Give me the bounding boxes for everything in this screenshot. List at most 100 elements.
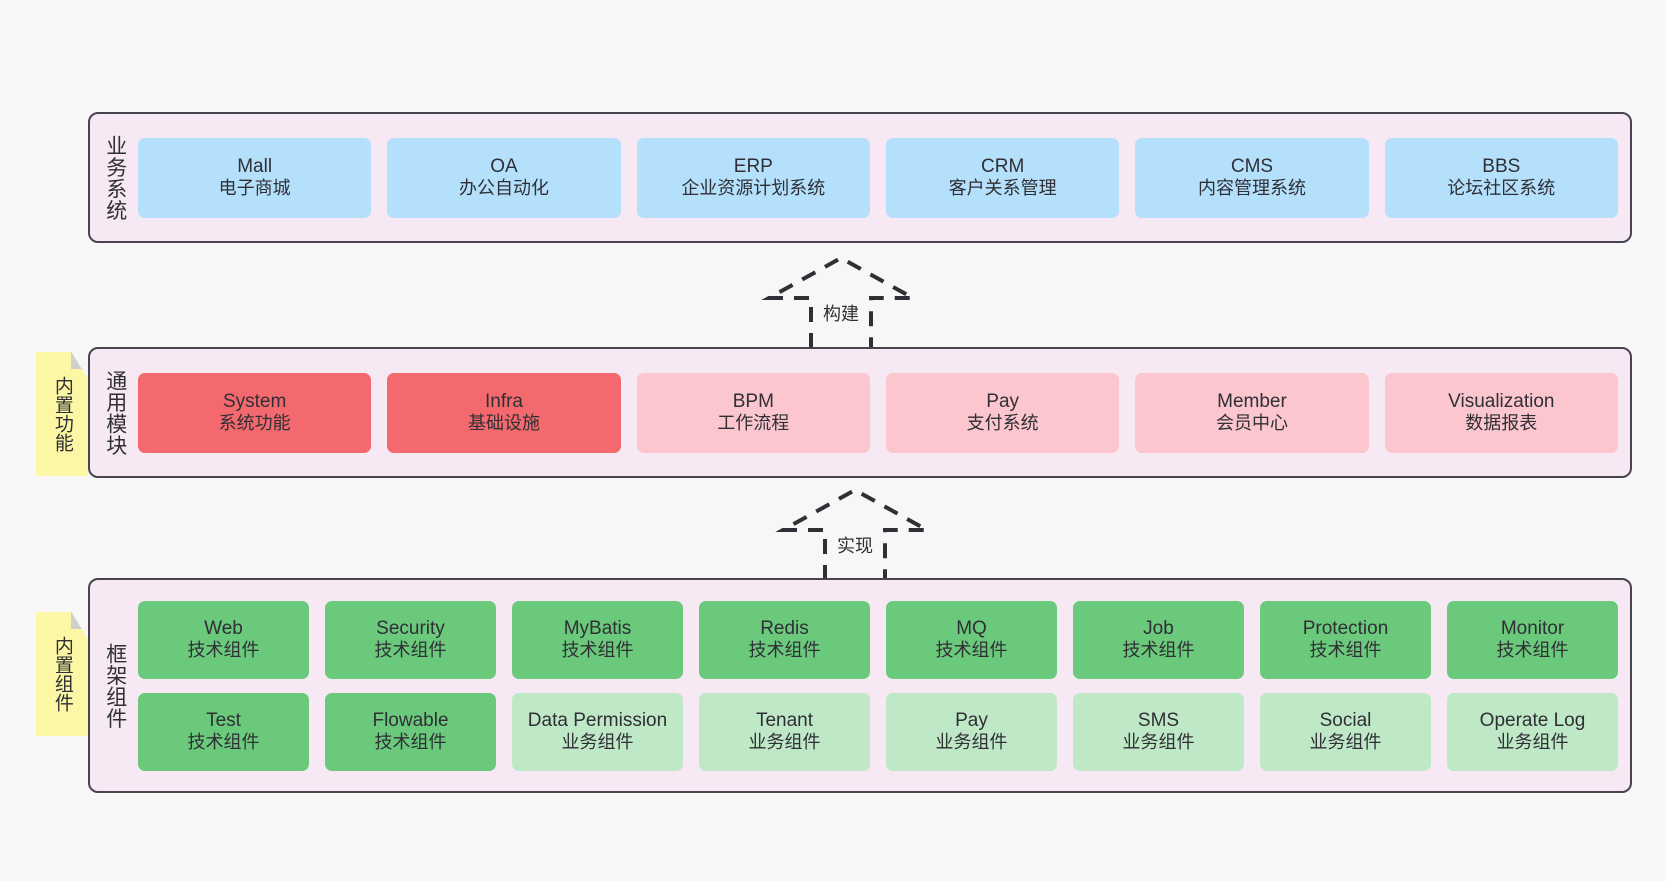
cell-title: Data Permission (527, 709, 668, 731)
cell-subtitle: 支付系统 (966, 413, 1039, 434)
cell-title: MQ (956, 617, 987, 639)
cell-title: Member (1217, 390, 1287, 412)
cell-subtitle: 技术组件 (374, 640, 447, 661)
cell-title: Infra (484, 390, 523, 412)
cell-title: Web (204, 617, 243, 639)
cell-subtitle: 客户关系管理 (948, 178, 1057, 199)
cell-title: Job (1143, 617, 1174, 639)
cell-subtitle: 技术组件 (187, 732, 260, 753)
cell-subtitle: 技术组件 (374, 732, 447, 753)
cell-system[interactable]: System 系统功能 (138, 372, 372, 453)
cell-member[interactable]: Member 会员中心 (1135, 372, 1369, 453)
cell-flowable[interactable]: Flowable 技术组件 (325, 692, 496, 771)
cell-subtitle: 技术组件 (935, 640, 1008, 661)
cell-title: System (222, 390, 287, 412)
cell-title: BPM (732, 390, 774, 412)
cell-subtitle: 基础设施 (467, 413, 540, 434)
cell-title: Visualization (1448, 390, 1555, 412)
cell-subtitle: 技术组件 (187, 640, 260, 661)
cell-title: Security (376, 617, 445, 639)
cell-row: Test 技术组件 Flowable 技术组件 Data Permission … (138, 692, 1618, 771)
cell-title: Monitor (1500, 617, 1565, 639)
cell-title: CRM (981, 155, 1025, 177)
folded-corner-icon (71, 352, 88, 369)
cell-subtitle: 技术组件 (561, 640, 634, 661)
cell-subtitle: 会员中心 (1215, 413, 1288, 434)
cell-data-permission[interactable]: Data Permission 业务组件 (512, 692, 683, 771)
cell-sms[interactable]: SMS 业务组件 (1073, 692, 1244, 771)
cell-subtitle: 技术组件 (748, 640, 821, 661)
cell-cms[interactable]: CMS 内容管理系统 (1135, 137, 1369, 218)
cell-subtitle: 电子商城 (218, 178, 291, 199)
cell-title: ERP (733, 155, 773, 177)
cell-crm[interactable]: CRM 客户关系管理 (885, 137, 1120, 218)
cell-subtitle: 工作流程 (717, 413, 790, 434)
cell-title: Protection (1302, 617, 1389, 639)
cell-title: OA (490, 155, 518, 177)
cell-bbs[interactable]: BBS 论坛社区系统 (1384, 137, 1618, 218)
sticky-note-builtin-components: 内置组件 (36, 612, 88, 736)
cell-subtitle: 业务组件 (935, 732, 1008, 753)
cell-subtitle: 技术组件 (1309, 640, 1382, 661)
cell-row: System 系统功能 Infra 基础设施 BPM 工作流程 Pay 支付系统… (138, 372, 1618, 453)
cell-title: BBS (1482, 155, 1521, 177)
cell-subtitle: 技术组件 (1122, 640, 1195, 661)
sticky-note-label: 内置功能 (51, 376, 73, 452)
sticky-note-builtin-functions: 内置功能 (36, 352, 88, 476)
cell-subtitle: 业务组件 (1496, 732, 1569, 753)
cell-subtitle: 业务组件 (1122, 732, 1195, 753)
cell-social[interactable]: Social 业务组件 (1260, 692, 1431, 771)
cell-security[interactable]: Security 技术组件 (325, 600, 496, 679)
cell-row: Web 技术组件 Security 技术组件 MyBatis 技术组件 Redi… (138, 600, 1618, 679)
cell-operate-log[interactable]: Operate Log 业务组件 (1447, 692, 1618, 771)
cell-title: SMS (1137, 709, 1180, 731)
cell-infra[interactable]: Infra 基础设施 (387, 372, 621, 453)
cell-title: Social (1319, 709, 1372, 731)
cell-subtitle: 数据报表 (1465, 413, 1538, 434)
cell-tenant[interactable]: Tenant 业务组件 (699, 692, 870, 771)
cell-subtitle: 内容管理系统 (1197, 178, 1306, 199)
cell-subtitle: 企业资源计划系统 (681, 178, 826, 199)
layer-business-system: 业务系统 Mall 电子商城 OA 办公自动化 ERP 企业资源计划系统 CRM… (88, 112, 1632, 243)
cell-title: Flowable (372, 709, 449, 731)
cell-erp[interactable]: ERP 企业资源计划系统 (636, 137, 870, 218)
layer-title-business-system: 业务系统 (103, 134, 127, 221)
cell-title: MyBatis (563, 617, 632, 639)
layer-body-common-module: System 系统功能 Infra 基础设施 BPM 工作流程 Pay 支付系统… (138, 357, 1618, 468)
layer-title-common-module: 通用模块 (103, 369, 127, 456)
layer-framework-component: 框架组件 Web 技术组件 Security 技术组件 MyBatis 技术组件… (88, 578, 1632, 793)
folded-corner-icon (71, 612, 88, 629)
connector-implement: 实现 (765, 484, 945, 584)
cell-row: Mall 电子商城 OA 办公自动化 ERP 企业资源计划系统 CRM 客户关系… (138, 137, 1618, 218)
cell-title: CMS (1230, 155, 1274, 177)
cell-subtitle: 系统功能 (218, 413, 291, 434)
cell-pay-business[interactable]: Pay 业务组件 (886, 692, 1057, 771)
cell-test[interactable]: Test 技术组件 (138, 692, 309, 771)
cell-web[interactable]: Web 技术组件 (138, 600, 309, 679)
cell-protection[interactable]: Protection 技术组件 (1260, 600, 1431, 679)
sticky-note-label: 内置组件 (51, 636, 73, 712)
cell-subtitle: 业务组件 (748, 732, 821, 753)
cell-title: Redis (760, 617, 809, 639)
cell-subtitle: 技术组件 (1496, 640, 1569, 661)
cell-title: Mall (237, 155, 273, 177)
cell-mybatis[interactable]: MyBatis 技术组件 (512, 600, 683, 679)
cell-mall[interactable]: Mall 电子商城 (138, 137, 372, 218)
layer-body-business-system: Mall 电子商城 OA 办公自动化 ERP 企业资源计划系统 CRM 客户关系… (138, 122, 1618, 233)
cell-title: Pay (955, 709, 988, 731)
layer-title-framework-component: 框架组件 (103, 642, 127, 729)
cell-monitor[interactable]: Monitor 技术组件 (1447, 600, 1618, 679)
cell-visualization[interactable]: Visualization 数据报表 (1384, 372, 1618, 453)
cell-subtitle: 业务组件 (561, 732, 634, 753)
cell-bpm[interactable]: BPM 工作流程 (636, 372, 870, 453)
layer-common-module: 通用模块 System 系统功能 Infra 基础设施 BPM 工作流程 Pay… (88, 347, 1632, 478)
cell-pay[interactable]: Pay 支付系统 (885, 372, 1120, 453)
cell-job[interactable]: Job 技术组件 (1073, 600, 1244, 679)
cell-title: Operate Log (1479, 709, 1586, 731)
cell-redis[interactable]: Redis 技术组件 (699, 600, 870, 679)
cell-subtitle: 业务组件 (1309, 732, 1382, 753)
cell-mq[interactable]: MQ 技术组件 (886, 600, 1057, 679)
cell-oa[interactable]: OA 办公自动化 (387, 137, 621, 218)
dashed-hollow-up-arrow-icon (775, 487, 935, 580)
